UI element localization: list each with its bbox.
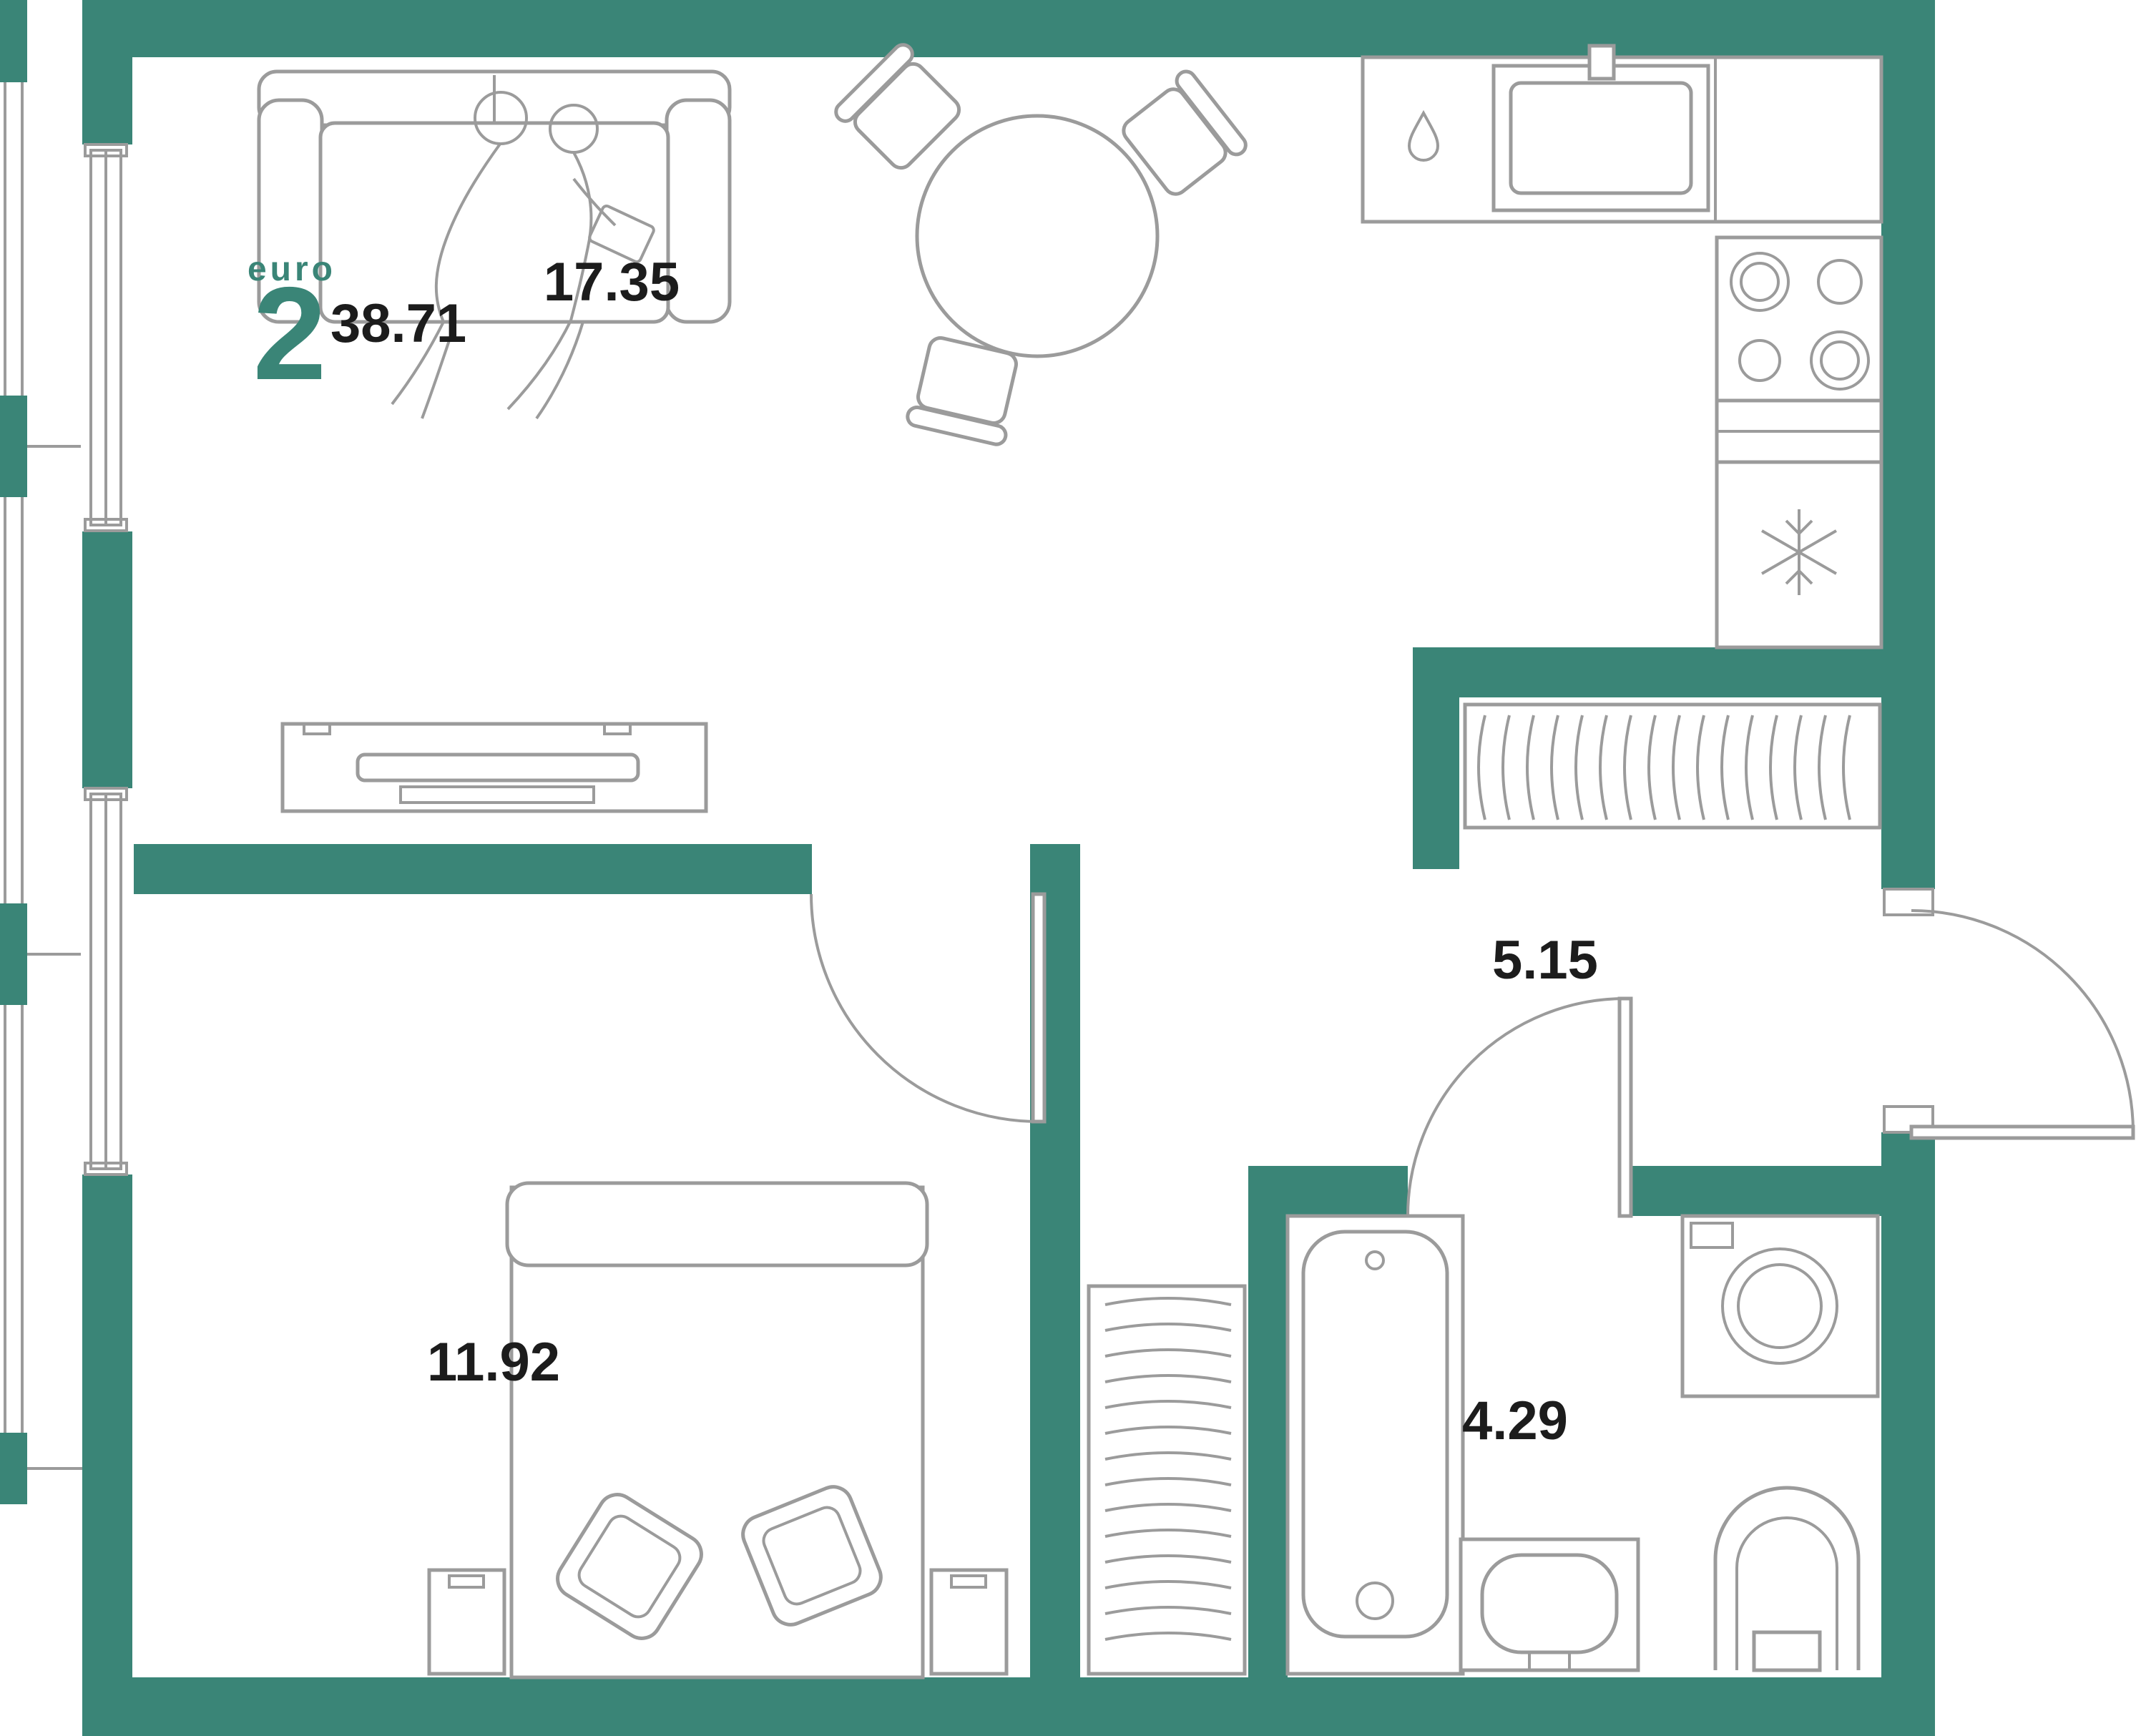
wall-left-c bbox=[82, 1175, 132, 1677]
toilet bbox=[1713, 1486, 1861, 1672]
snowflake-icon bbox=[1761, 509, 1837, 595]
wall-bathroom-top-a bbox=[1248, 1166, 1408, 1216]
tv-stand bbox=[280, 722, 708, 813]
bathtub bbox=[1285, 1214, 1465, 1676]
bed bbox=[505, 1181, 929, 1679]
entrance-door bbox=[1883, 888, 2135, 1140]
water-drop-icon bbox=[1407, 109, 1440, 162]
stove bbox=[1715, 235, 1883, 403]
unit-rooms-count: 2 bbox=[253, 260, 327, 408]
bathroom-door-leaf bbox=[1617, 996, 1633, 1218]
window-left-bottom bbox=[81, 787, 134, 1176]
book-icon bbox=[588, 205, 655, 263]
wall-living-bedroom bbox=[82, 844, 812, 894]
dining-table bbox=[915, 114, 1160, 358]
wall-bottom bbox=[82, 1677, 1935, 1736]
dining-chair bbox=[1122, 69, 1248, 196]
wall-left-b bbox=[82, 531, 132, 789]
bathroom-door bbox=[1406, 996, 1633, 1218]
area-label-bedroom: 11.92 bbox=[427, 1332, 560, 1393]
dining-chair bbox=[906, 336, 1018, 446]
facade-strip bbox=[0, 0, 82, 1504]
faucet-icon bbox=[1587, 44, 1616, 81]
dining-chair bbox=[834, 43, 961, 170]
kitchen-sink bbox=[1491, 44, 1710, 212]
faucet-icon bbox=[1365, 1250, 1385, 1270]
kitchen-counter bbox=[1361, 44, 1883, 224]
pillow bbox=[741, 1485, 883, 1627]
wall-right-lower bbox=[1881, 1132, 1935, 1736]
pillow bbox=[556, 1493, 703, 1640]
nightstand-left bbox=[427, 1568, 506, 1676]
drain-icon bbox=[1356, 1581, 1394, 1620]
bathroom-sink bbox=[1459, 1537, 1640, 1672]
duvet bbox=[505, 1181, 929, 1267]
fridge bbox=[1715, 460, 1883, 649]
wall-right-upper bbox=[1881, 0, 1935, 889]
wall-left-a bbox=[82, 57, 132, 144]
wall-bathroom-top-b bbox=[1625, 1166, 1935, 1216]
wall-kitchen-hall bbox=[1413, 647, 1935, 697]
washing-machine bbox=[1680, 1214, 1880, 1398]
entrance-door-leaf bbox=[1909, 1124, 2135, 1140]
wall-bathroom-left bbox=[1248, 1166, 1288, 1677]
area-label-hallway: 5.15 bbox=[1492, 930, 1598, 991]
tv-icon bbox=[356, 752, 640, 783]
window-left-top bbox=[81, 143, 134, 532]
bedroom-door bbox=[810, 892, 1047, 1124]
hall-wardrobe bbox=[1463, 702, 1882, 830]
bedroom-door-leaf bbox=[1031, 892, 1047, 1124]
wall-top bbox=[82, 0, 1935, 57]
people-figures bbox=[391, 91, 655, 420]
unit-total-area: 38.71 bbox=[330, 293, 466, 354]
area-label-kitchen-living: 17.35 bbox=[544, 252, 680, 313]
wall-wardrobe-stub bbox=[1413, 647, 1459, 869]
area-label-bathroom: 4.29 bbox=[1462, 1391, 1568, 1451]
bedroom-closet bbox=[1087, 1284, 1247, 1676]
unit-type-label: euro bbox=[248, 250, 336, 288]
nightstand-right bbox=[929, 1568, 1009, 1676]
walls bbox=[82, 0, 1935, 1736]
kitchen-cabinet bbox=[1715, 398, 1883, 464]
